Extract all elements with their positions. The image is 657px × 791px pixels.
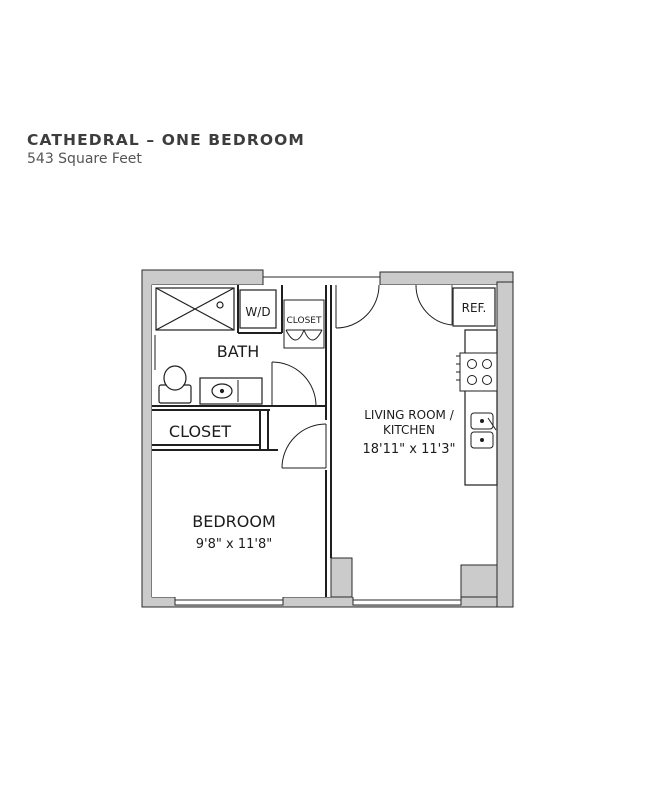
plan-square-footage: 543 Square Feet [27, 151, 142, 167]
refrigerator-label: REF. [462, 301, 487, 315]
bedroom-closet: CLOSET [169, 422, 231, 441]
bath-door [271, 361, 317, 407]
interior-walls [152, 285, 332, 597]
bedroom-dimensions: 9'8" x 11'8" [196, 537, 272, 552]
sink-icon [199, 377, 263, 405]
bedroom-door [281, 423, 327, 469]
bedroom-label: BEDROOM [192, 512, 276, 531]
bedroom-closet-label: CLOSET [169, 422, 231, 441]
washer-dryer: W/D [239, 289, 277, 329]
bath-label: BATH [217, 342, 259, 361]
shower [155, 287, 235, 331]
living-room-dimensions: 18'11" x 11'3" [363, 442, 456, 457]
bath-closet: CLOSET [283, 299, 325, 349]
pantry-door [415, 284, 453, 326]
kitchen-sink-icon [470, 412, 497, 449]
kitchen-label: KITCHEN [383, 423, 435, 437]
toilet-icon [154, 335, 192, 404]
stove-icon [456, 352, 498, 392]
right-column [460, 564, 498, 598]
bath-closet-label: CLOSET [287, 316, 322, 326]
center-column [330, 557, 353, 598]
structural-columns [330, 281, 514, 608]
entry-door [335, 284, 380, 329]
refrigerator: REF. [452, 287, 496, 327]
plan-header: CATHEDRAL – ONE BEDROOM 543 Square Feet [27, 131, 305, 167]
washer-dryer-label: W/D [245, 305, 270, 319]
living-room-label: LIVING ROOM / [364, 408, 454, 422]
right-wall-strip [496, 281, 514, 608]
plan-title: CATHEDRAL – ONE BEDROOM [27, 131, 305, 149]
